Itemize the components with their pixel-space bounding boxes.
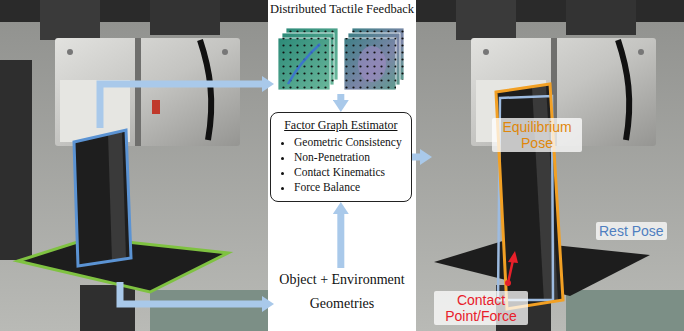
flow-arrow: [120, 282, 262, 304]
arrowhead: [262, 296, 274, 312]
screw: [222, 49, 228, 55]
screw: [67, 49, 73, 55]
indicator: [152, 100, 160, 114]
mount-block: [566, 0, 636, 35]
object-outline: [74, 130, 131, 266]
force-arrowhead: [508, 251, 518, 263]
marker-dots: [278, 38, 330, 90]
housing: [0, 60, 32, 260]
box-heading: Factor Graph Estimator: [280, 118, 402, 133]
bullet-list: Geometric ConsistencyNon-PenetrationCont…: [280, 135, 402, 195]
force-arrow: [508, 260, 513, 283]
tactile-panel: Distributed Tactile Feedback: [268, 2, 416, 94]
photo-ground: [0, 0, 268, 331]
input-arrows: [100, 76, 274, 312]
seam: [135, 38, 141, 146]
input-photo: [0, 0, 268, 331]
tactile-image: [278, 38, 330, 90]
object: [74, 130, 131, 266]
mount-block: [40, 0, 100, 40]
cable: [618, 40, 629, 140]
stand: [80, 285, 135, 331]
mount-block: [150, 0, 220, 35]
process-box: Factor Graph EstimatorGeometric Consiste…: [270, 112, 412, 202]
pose-label: Rest Pose: [596, 222, 667, 240]
rail: [150, 290, 268, 331]
contact-label: Contact Point/Force: [434, 291, 528, 325]
flow-arrow: [337, 214, 344, 268]
mount-block: [456, 0, 516, 40]
arrowhead: [262, 76, 274, 92]
tactile-image: [344, 38, 396, 90]
marker-dots: [344, 38, 396, 90]
cable: [200, 40, 211, 140]
flow-arrow: [100, 84, 262, 128]
bullet-item: Geometric Consistency: [294, 135, 402, 150]
contact-imprint: [288, 44, 320, 84]
flow-arrow: [412, 154, 420, 161]
photo-ground: [416, 0, 684, 331]
node-label: Object + Environment Geometries: [268, 268, 416, 316]
gripper-block: [55, 38, 240, 146]
rail: [566, 290, 684, 331]
bullet-item: Non-Penetration: [294, 150, 402, 165]
screw: [638, 49, 644, 55]
flow-arrow: [337, 94, 344, 100]
bullet-item: Contact Kinematics: [294, 165, 402, 180]
input-label: Object + Environment Geometries: [268, 268, 416, 316]
result-photo: Equilibrium PoseRest PoseContact Point/F…: [432, 0, 684, 331]
tactile-images: [278, 28, 404, 90]
bullet-item: Force Balance: [294, 180, 402, 195]
node-label: Distributed Tactile Feedback: [268, 2, 416, 17]
pose-label: Equilibrium Pose: [492, 118, 582, 152]
screw: [483, 49, 489, 55]
object-shading: [108, 131, 126, 261]
output-photo: [416, 0, 684, 331]
